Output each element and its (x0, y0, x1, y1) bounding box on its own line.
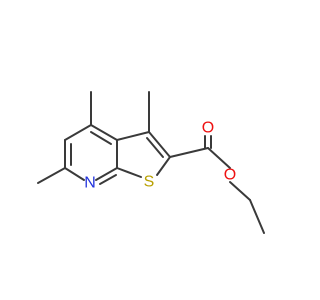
bond-s1-c2 (156, 156, 171, 176)
bond-c4-c5 (64, 124, 92, 141)
carbonyl-oxygen-label: O (202, 120, 214, 137)
bond-ch2-ch3 (249, 199, 265, 234)
ester-oxygen-label: O (224, 167, 236, 184)
bond-c7a-s1 (116, 167, 142, 178)
molecule-diagram: N S O O (37, 91, 265, 234)
bond-ester-oxygen-ch2 (229, 181, 251, 201)
bond-c3-c3a (116, 131, 150, 141)
bond-c2-c3 (148, 131, 171, 158)
nitrogen-atom-label: N (84, 175, 96, 192)
structure-canvas: N S O O (37, 91, 265, 234)
bond-n7-c7a (95, 167, 118, 181)
bond-c6-n7 (64, 167, 85, 181)
bond-c2-carbonyl-carbon (169, 147, 209, 158)
bond-c3a-c4-double (90, 131, 112, 145)
bond-c6-methyl (37, 167, 66, 184)
bond-carbonyl-ester-oxygen (207, 147, 231, 169)
bond-n7-c7a-double (99, 174, 117, 185)
sulfur-atom-label: S (144, 174, 155, 191)
bond-c3a-c4 (90, 124, 118, 141)
bond-c2-c3-double (146, 137, 164, 158)
